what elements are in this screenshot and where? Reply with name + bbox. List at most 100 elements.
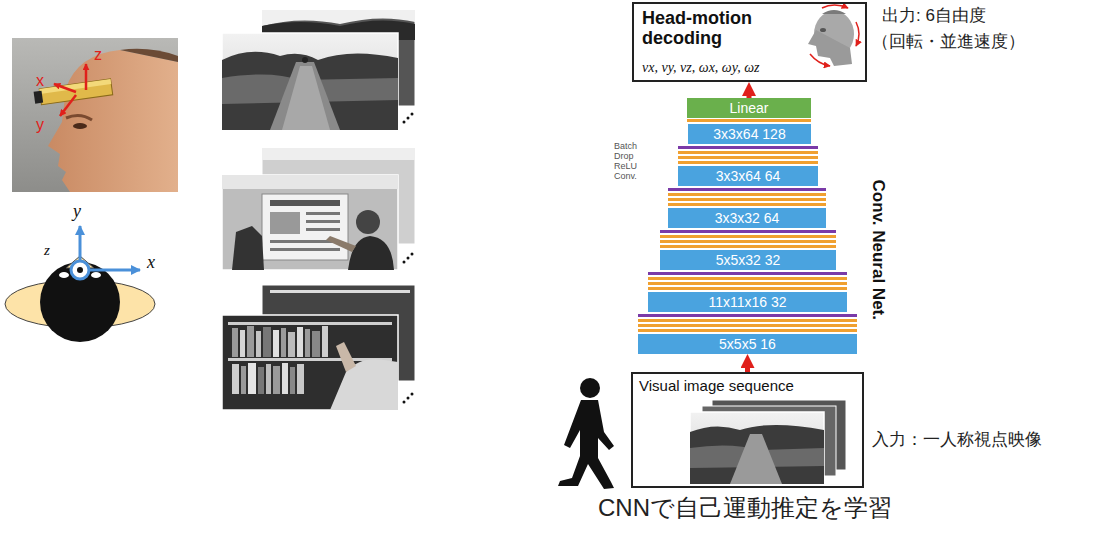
video-frames-part-part (258, 367, 264, 394)
video-frames-part (403, 121, 406, 124)
layer-stripes-part (648, 287, 847, 290)
head-icon-part (820, 28, 826, 32)
layer-stripes-part (668, 198, 826, 201)
head-icon-part (822, 5, 848, 8)
video-frames-part-part (241, 366, 246, 394)
layer-key: Conv. (614, 171, 637, 181)
layer-stripes-part (648, 282, 847, 285)
video-frames-part (270, 248, 340, 251)
box-title: Visual image sequence (639, 377, 856, 394)
video-frames-part (306, 220, 340, 223)
head-render-part-part (34, 91, 44, 104)
linear-layer: Linear (687, 98, 811, 118)
video-frames-part (222, 175, 398, 270)
video-frames-part (403, 261, 406, 264)
walker-silhouette (558, 378, 614, 489)
head-render-part (73, 123, 87, 129)
layer-key: ReLU (614, 161, 637, 171)
conv-layer: 3x3x64 64 (678, 166, 818, 186)
layer-stripes-part (678, 161, 818, 164)
head-render-part-part (39, 79, 113, 105)
video-frames-part (407, 117, 410, 120)
layer-stripes-part (660, 240, 836, 243)
head-top-view-part (79, 226, 82, 260)
video-frames-part (232, 326, 328, 394)
video-frames-part (262, 194, 348, 260)
head-top-view-part (91, 272, 101, 278)
conv-layer: 3x3x64 128 (688, 124, 811, 144)
video-frames-part (222, 52, 398, 130)
video-frames-part (326, 236, 356, 252)
video-frames-part (356, 210, 380, 234)
head-top-view-part (90, 269, 140, 272)
video-frames-part (222, 33, 398, 130)
layer-stripes-part (668, 193, 826, 196)
head-icon-part (822, 10, 846, 14)
conv-layer: 5x5x32 32 (660, 250, 836, 270)
video-frames-part-part (282, 363, 288, 394)
head-icon-part (808, 30, 852, 66)
video-frames-part (302, 57, 308, 63)
head-top-view-part (77, 267, 83, 273)
video-frames-part (228, 322, 392, 325)
input-note: 入力：一人称視点映像 (872, 430, 1042, 450)
output-box: Head-motion decodingvx, vy, vz, ωx, ωy, … (632, 2, 867, 82)
conv-layer: 5x5x5 16 (638, 334, 857, 354)
video-frames-part-part (297, 327, 303, 357)
video-frames-part-part (232, 364, 239, 394)
video-frames-part-part (290, 367, 295, 394)
layer-key: Drop (614, 151, 634, 161)
axis-label: y (36, 116, 44, 134)
video-frames-part (222, 175, 398, 189)
video-frames-part-part (266, 364, 271, 394)
head-render-part (60, 95, 76, 116)
layer-label: 5x5x5 16 (719, 336, 776, 352)
layer-label: 3x3x64 128 (713, 126, 785, 142)
layer-stripes-part (660, 245, 836, 248)
video-frames-part (262, 148, 415, 160)
head-render-part (12, 38, 178, 192)
layer-stripes-part (638, 314, 857, 317)
network-name: Conv. Neural Net. (868, 180, 888, 320)
layer-stripes-part (638, 324, 857, 327)
head-render-part-part (39, 79, 111, 94)
layer-stripes-part (678, 156, 818, 159)
axis-label: x (147, 252, 155, 273)
input-frames-part (730, 434, 782, 484)
video-frames-part-part (248, 363, 256, 394)
output-note: （回転・並進速度） (872, 32, 1025, 52)
box-title: Head-motion decoding (642, 8, 792, 48)
head-icon-part (810, 54, 830, 66)
conv-layer: 3x3x32 64 (668, 208, 826, 228)
conv-layer: 11x11x16 32 (648, 292, 847, 312)
video-frames-part-part (273, 330, 279, 357)
layer-stripes-part (648, 272, 847, 275)
head-top-view-part (40, 262, 120, 342)
video-frames-part (411, 113, 414, 116)
data-flow-arrow (745, 362, 750, 372)
video-frames-part (282, 66, 330, 130)
video-frames-part (330, 359, 398, 410)
head-icon-part (856, 22, 859, 46)
layer-stripes-part (678, 151, 818, 154)
video-frames-part-part (297, 364, 304, 394)
input-frames-part (690, 412, 824, 484)
input-frames-part (690, 425, 824, 484)
video-frames-part-part (263, 327, 271, 357)
video-frames-part-part (281, 328, 286, 357)
layer-key: Batch (614, 141, 637, 151)
head-top-view-part (59, 272, 69, 278)
video-frames-part (232, 226, 264, 270)
walker-silhouette-part (580, 378, 600, 398)
video-frames-part-part (273, 366, 280, 394)
layer-label: 11x11x16 32 (708, 294, 786, 310)
layer-stripes-part (648, 277, 847, 280)
layer-label: 3x3x64 64 (716, 168, 781, 184)
walker-silhouette-part (558, 400, 614, 489)
data-flow-arrow (747, 90, 752, 98)
layer-stripes-part (660, 230, 836, 233)
layer-stripes-part (660, 235, 836, 238)
